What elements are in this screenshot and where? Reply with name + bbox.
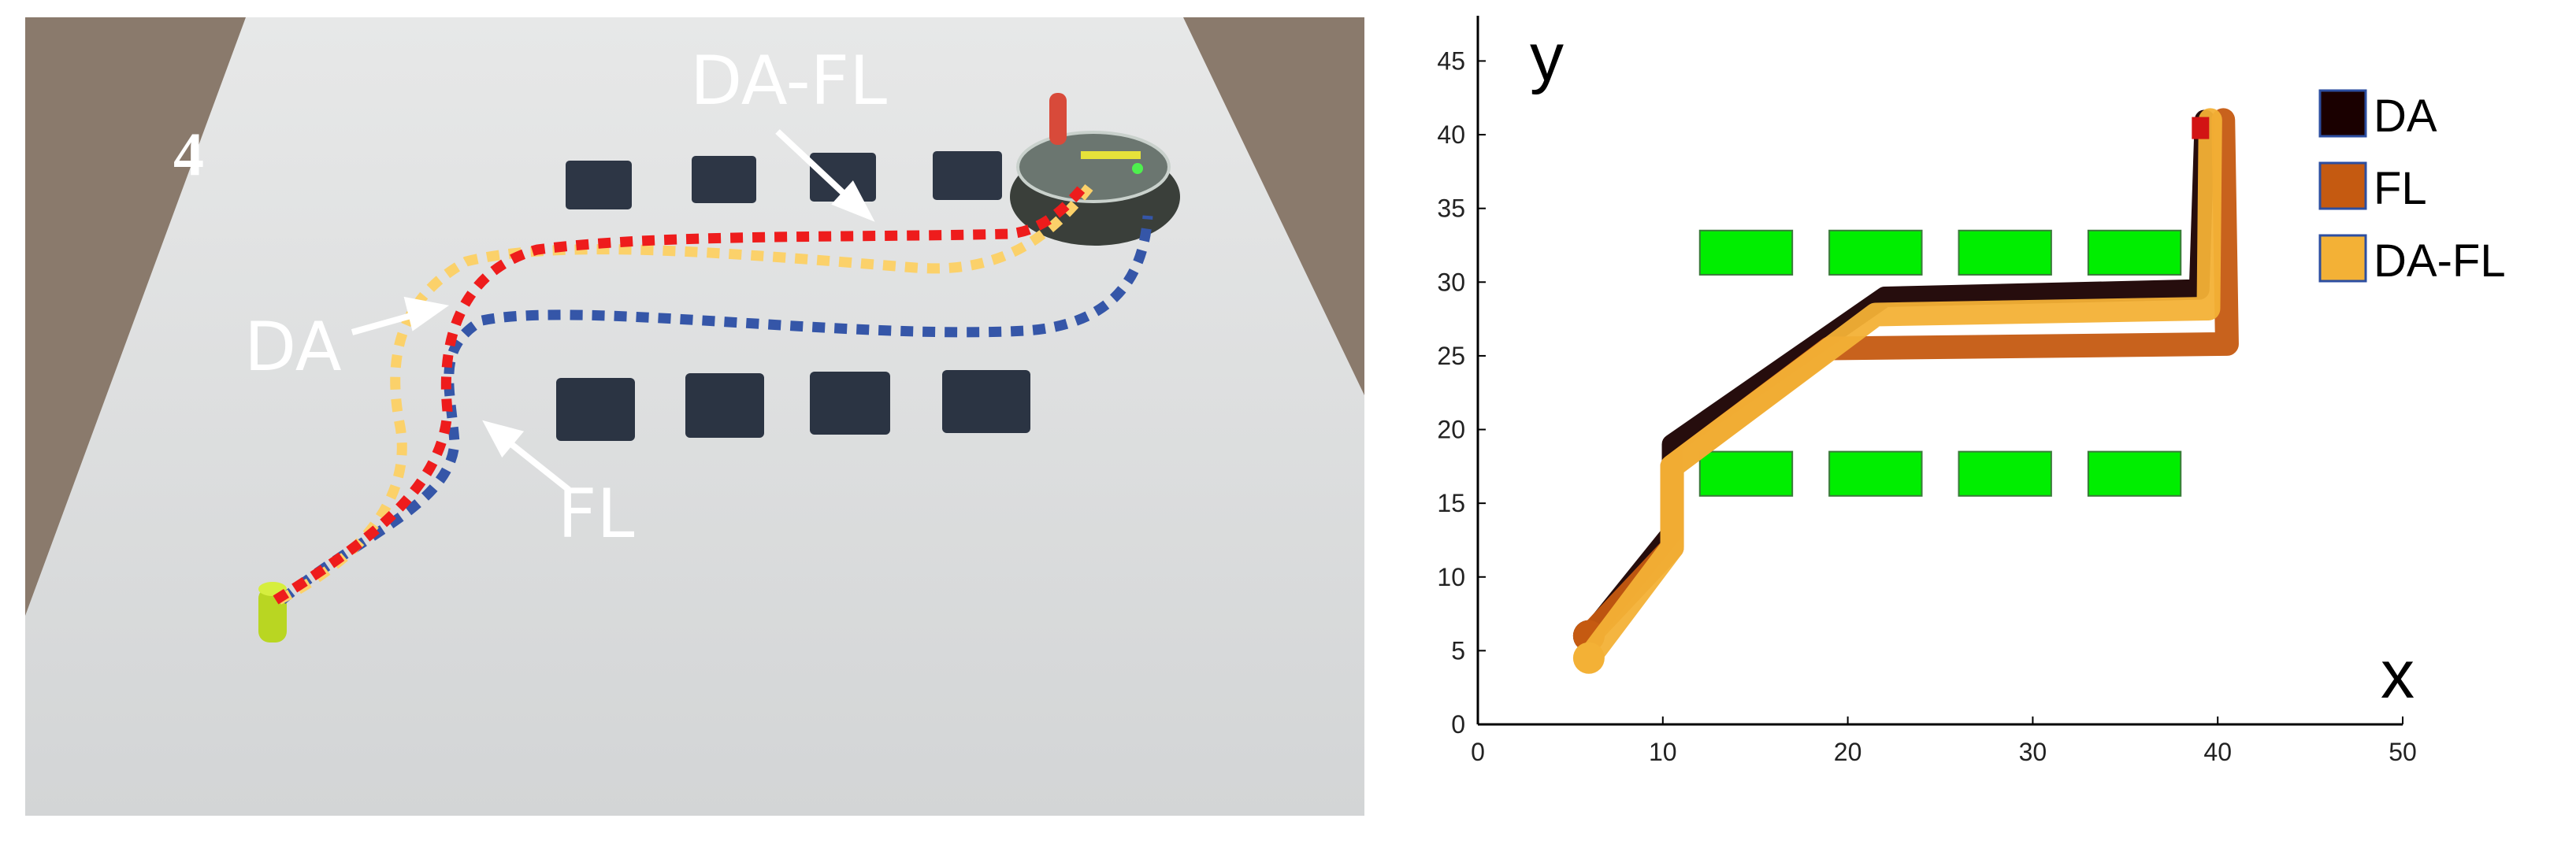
robot [1010, 93, 1180, 246]
y-tick-label: 40 [1437, 120, 1465, 149]
series-start-da-fl [1572, 642, 1605, 674]
series-line-da-fl [1576, 108, 2222, 670]
y-tick-label: 15 [1437, 489, 1465, 517]
obstacle-rect [1958, 229, 2052, 276]
obstacle-rect [2087, 229, 2182, 276]
obstacle-rect [1828, 450, 1923, 497]
axis-layer [1476, 16, 2403, 726]
path-traces [273, 179, 1153, 605]
x-axis-label: x [2381, 637, 2415, 713]
y-tick-label: 10 [1437, 563, 1465, 591]
y-tick-label: 5 [1451, 636, 1465, 665]
legend-swatch-da-fl [2318, 234, 2367, 283]
y-tick-label: 0 [1451, 710, 1465, 739]
y-tick-label: 25 [1437, 342, 1465, 370]
x-tick-label: 20 [1834, 738, 1862, 766]
label-fl: FL [558, 475, 634, 554]
y-axis-label: y [1530, 20, 1564, 95]
obstacle-rect [1828, 229, 1923, 276]
experiment-photo: 4 DA-FL DA FL [25, 17, 1364, 816]
y-tick-label: 30 [1437, 268, 1465, 296]
path-da-fl [277, 182, 1095, 605]
legend-label-da-fl: DA-FL [2374, 235, 2506, 287]
legend-label-fl: FL [2374, 163, 2427, 214]
obstacle-layer [1698, 229, 2182, 497]
x-tick-label: 40 [2203, 738, 2232, 766]
legend: DA FL DA-FL [2318, 89, 2506, 287]
x-tick-label: 10 [1649, 738, 1677, 766]
tick-labels: 0 10 20 30 40 50 0 5 10 15 20 25 30 35 40 45 [1437, 46, 2416, 766]
panel-number: 4 [173, 120, 204, 188]
path-fl [278, 215, 1153, 604]
y-tick-label: 35 [1437, 194, 1465, 223]
obstacle-blocks [556, 151, 1030, 441]
x-tick-label: 30 [2019, 738, 2047, 766]
label-da-fl: DA-FL [690, 42, 887, 120]
series-layer [1572, 108, 2239, 674]
photo-arrows [351, 129, 875, 493]
legend-label-da: DA [2374, 91, 2437, 142]
path-da [273, 179, 1091, 605]
x-tick-label: 50 [2389, 738, 2417, 766]
goal-marker [2192, 117, 2210, 139]
legend-swatch-fl [2318, 161, 2367, 210]
series-line-da [1578, 109, 2215, 646]
series-line-fl [1576, 108, 2239, 648]
y-tick-label: 45 [1437, 46, 1465, 75]
y-tick-label: 20 [1437, 416, 1465, 444]
obstacle-rect [2087, 450, 2182, 497]
x-tick-label: 0 [1471, 738, 1485, 766]
label-da: DA [244, 308, 342, 387]
obstacle-rect [1698, 450, 1794, 497]
legend-swatch-da [2318, 89, 2367, 138]
obstacle-rect [1958, 450, 2052, 497]
obstacle-rect [1698, 229, 1794, 276]
